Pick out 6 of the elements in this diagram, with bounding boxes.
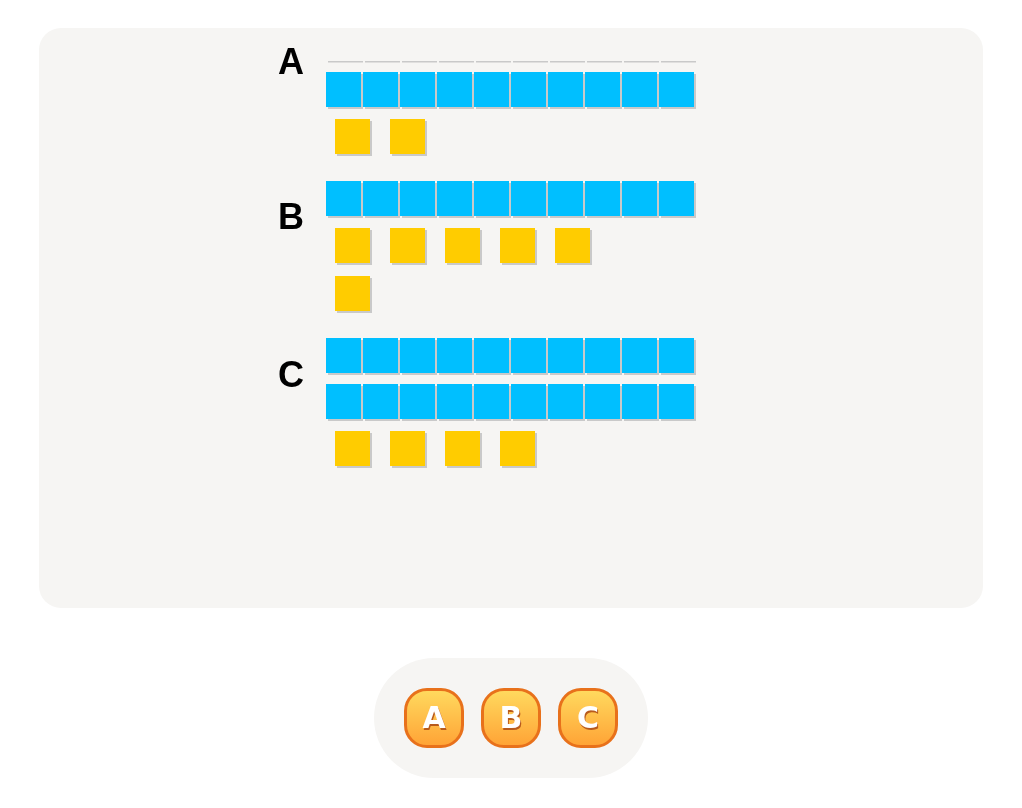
option-label: C (277, 357, 305, 387)
answer-button: C (558, 688, 618, 748)
option-label: A (277, 44, 305, 74)
answer-button: A (404, 688, 464, 748)
answer-button: B (481, 688, 541, 748)
option-label: B (277, 199, 305, 229)
